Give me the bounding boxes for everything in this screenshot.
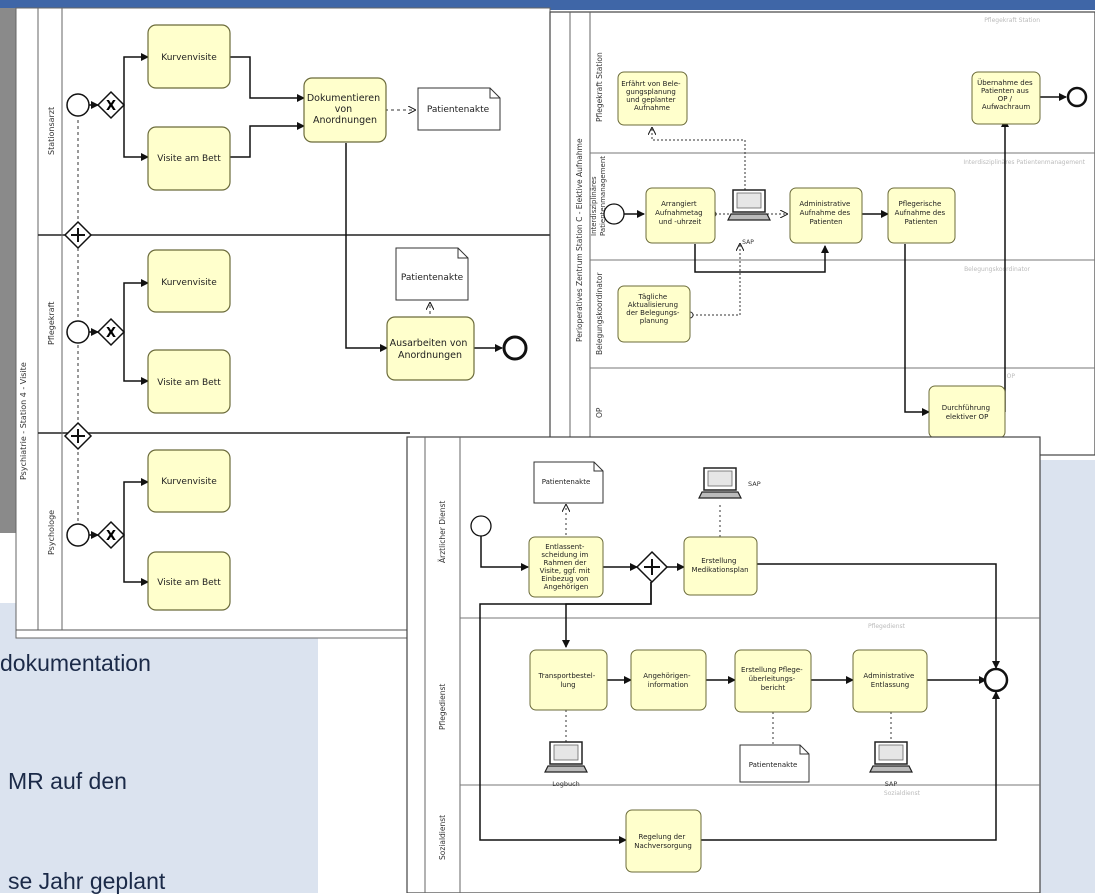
computer-icon [869,741,913,773]
lane-label-belegungskoordinator: Belegungskoordinator [595,272,604,355]
task-regelung-nachversorgung: Regelung der Nachversorgung [634,833,692,850]
task-pflegeueberleitungsbericht: Erstellung Pflege- überleitungs- bericht [741,666,805,692]
lane-tag: Sozialdienst [884,790,921,797]
diagram-elektive-aufnahme: Perioperatives Zentrum Station C - Elekt… [549,11,1095,456]
bullet-panel [0,603,318,893]
lane-label-aerztlicher-dienst: Ärztlicher Dienst [438,501,447,563]
computer-icon [544,741,588,773]
exclusive-gateway-icon: X [96,520,126,550]
end-event-icon [1066,86,1088,108]
pool-label-psychiatrie: Psychiatrie - Station 4 - Visite [19,362,28,480]
task-entlassentscheidung: Entlassent- scheidung im Rahmen der Visi… [540,543,593,591]
svg-text:Patientenakte: Patientenakte [427,105,490,115]
end-event-icon [502,335,528,361]
parallel-gateway-icon [63,220,93,250]
sap-label: SAP [885,780,898,788]
task-visite-am-bett: Visite am Bett [157,378,221,388]
bullet-text-2: MR auf den [8,768,127,794]
lane-label-patientenmanagement: Interdisziplinäres Patientenmanagement [590,156,607,236]
task-visite-am-bett: Visite am Bett [157,578,221,588]
bullet-text-1: dokumentation [0,650,151,676]
svg-text:Patientenakte: Patientenakte [542,478,591,486]
left-photo-strip [0,8,16,533]
lane-label-op: OP [595,407,604,418]
lane-tag: Interdisziplinäres Patientenmanagement [963,159,1085,166]
end-event-icon [983,667,1009,693]
task-transportbestellung: Transportbestel- lung [538,672,598,689]
task-arrangiert: Arrangiert Aufnahmetag und -uhrzeit [655,200,705,226]
task-ausarbeiten: Ausarbeiten von Anordnungen [390,338,471,361]
task-taegliche-aktualisierung: Tägliche Aktualisierung der Belegungs- p… [626,293,681,325]
svg-text:Patientenakte: Patientenakte [749,761,798,769]
task-medikationsplan: Erstellung Medikationsplan [691,557,748,574]
svg-text:X: X [106,99,116,114]
lane-label-pflegekraft: Pflegekraft [47,302,56,345]
pool-label-perioperativ: Perioperatives Zentrum Station C - Elekt… [575,138,584,342]
lane-tag: OP [1007,373,1016,380]
task-administrative-aufnahme: Administrative Aufnahme des Patienten [799,200,852,226]
lane-label-pflegekraft-station: Pflegekraft Station [595,52,604,122]
task-visite-am-bett: Visite am Bett [157,154,221,164]
svg-text:Patientenakte: Patientenakte [401,273,464,283]
data-object-patientenakte: Patientenakte [395,247,469,301]
lane-label-stationsarzt: Stationsarzt [47,107,56,155]
data-object-patientenakte: Patientenakte [533,461,604,504]
task-durchfuehrung-op: Durchführung elektiver OP [942,404,993,421]
task-kurvenvisite: Kurvenvisite [161,278,217,288]
diagram-entlassung: Ärztlicher Dienst Pflegedienst Sozialdie… [406,436,1041,893]
data-object-patientenakte: Patientenakte [417,87,501,131]
lane-label-sozialdienst: Sozialdienst [438,815,447,860]
parallel-gateway-icon [63,421,93,451]
task-erfaehrt: Erfährt von Bele- gungsplanung und gepla… [621,80,683,112]
lane-label-pflegedienst: Pflegedienst [438,684,447,730]
lane-tag: Pflegekraft Station [984,17,1040,24]
task-angehoerigeninformation: Angehörigen- information [643,672,692,689]
svg-text:X: X [106,326,116,341]
task-uebernahme: Übernahme des Patienten aus OP / Aufwach… [977,78,1035,111]
task-pflegerische-aufnahme: Pflegerische Aufnahme des Patienten [895,200,948,226]
lane-tag: Pflegedienst [868,623,906,630]
right-panel [1040,460,1095,893]
task-kurvenvisite: Kurvenvisite [161,477,217,487]
bullet-text-3: se Jahr geplant [8,868,166,894]
exclusive-gateway-icon: X [96,317,126,347]
computer-icon [698,467,742,499]
svg-text:X: X [106,529,116,544]
parallel-gateway-icon [635,550,669,584]
slide-top-rule [0,0,1095,10]
sap-label: SAP [748,480,761,488]
task-administrative-entlassung: Administrative Entlassung [863,672,916,689]
task-kurvenvisite: Kurvenvisite [161,53,217,63]
data-object-patientenakte: Patientenakte [739,744,810,783]
logbuch-label: Logbuch [552,780,580,788]
task-dokumentieren: Dokumentieren von Anordnungen [307,93,383,126]
sap-label: SAP [742,239,754,246]
computer-icon [727,189,771,221]
lane-label-psychologe: Psychologe [47,510,56,555]
exclusive-gateway-icon: X [96,90,126,120]
lane-tag: Belegungskoordinator [964,266,1030,273]
